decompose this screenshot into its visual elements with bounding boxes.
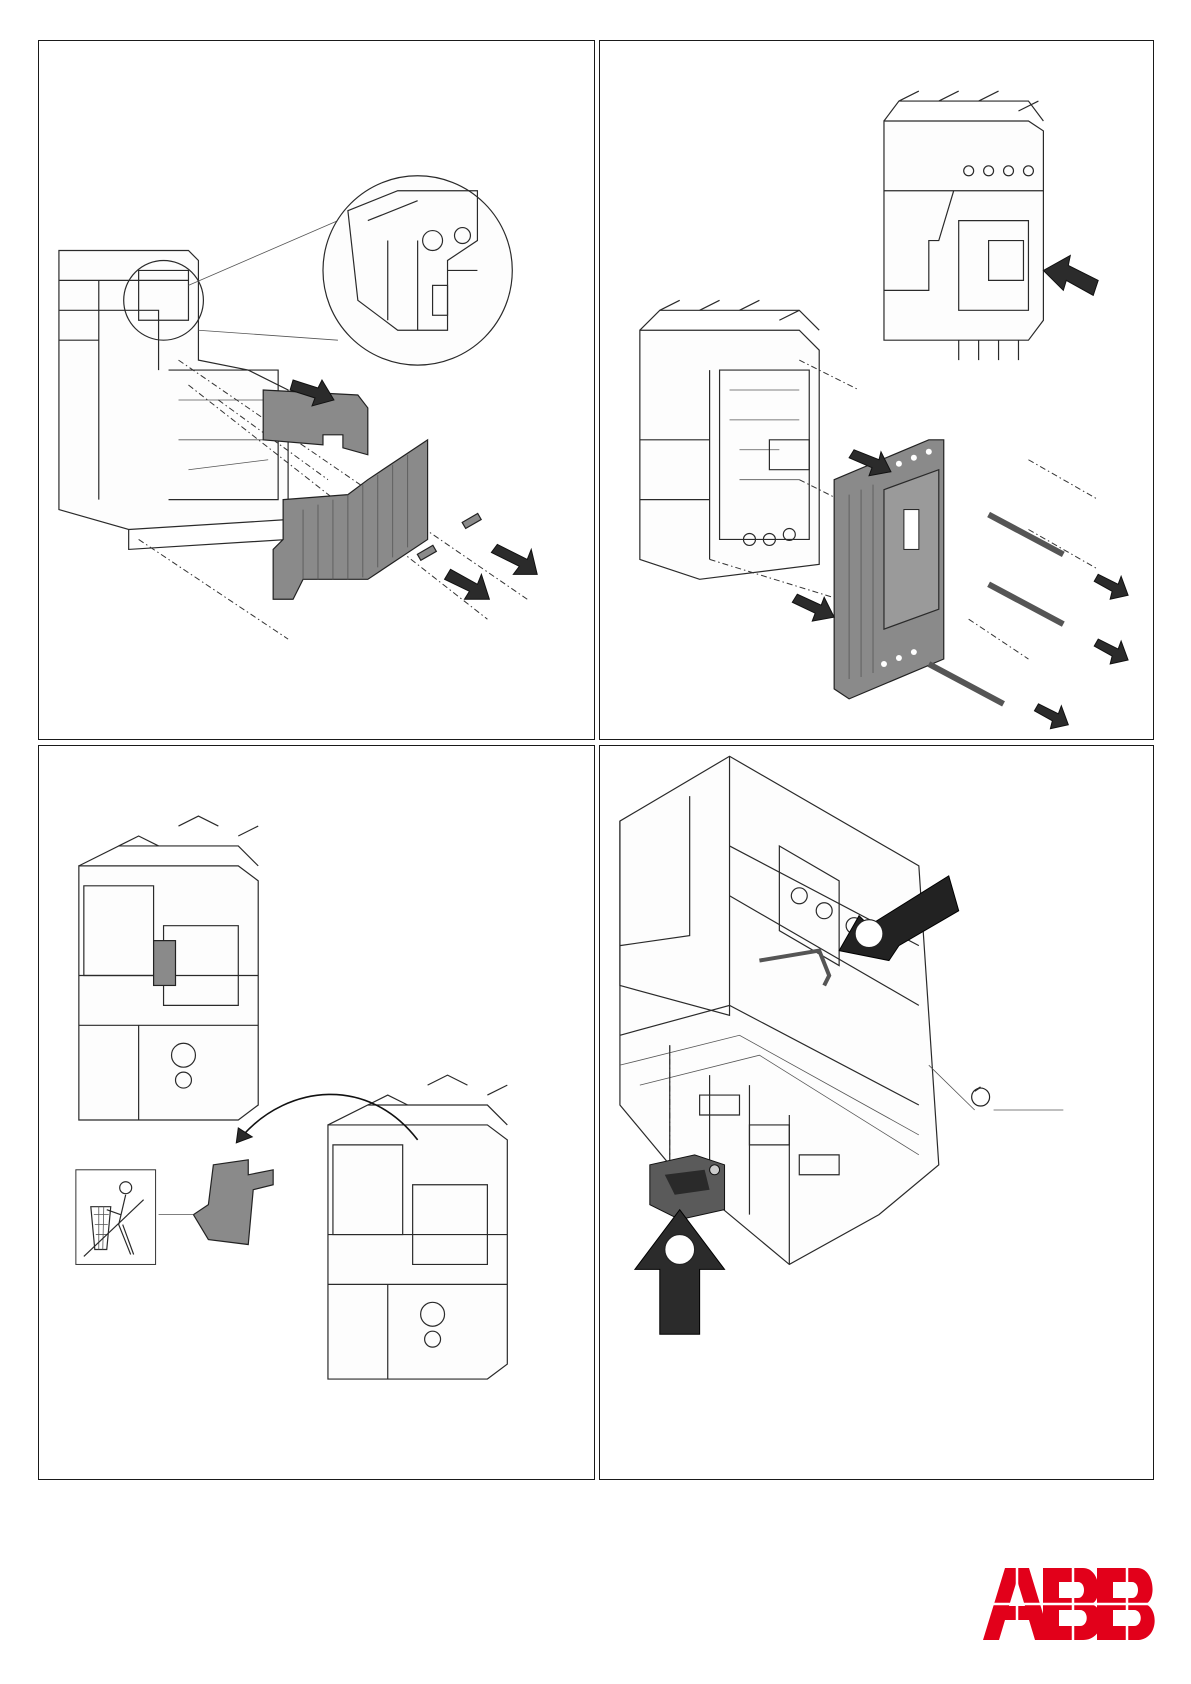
screw-part [929,515,1064,704]
removed-part [193,1160,273,1245]
front-cover-plate [834,440,944,699]
detail-zoom-callout [188,176,512,365]
removable-part-installed [154,941,176,986]
arrow-icon [1043,255,1098,295]
illustration-part-insertion [600,746,1153,1479]
terminal-cover-part [273,440,427,599]
rotate-icon [929,1065,1064,1110]
arrow-head-icon [236,1128,252,1143]
breaker-upper-unit [884,91,1043,360]
breaker-lower-unit [640,300,819,579]
illustration-cover-removal [39,41,594,739]
press-arrow-icon [635,1210,725,1335]
instruction-panel-step-4 [599,745,1154,1480]
instruction-panel-step-2 [599,40,1154,740]
abb-logo: ABB [983,1568,1157,1640]
instruction-panel-step-1 [38,40,595,740]
abb-logo-mark [983,1568,1157,1640]
illustration-part-disposal [39,746,594,1479]
breaker-side-body [59,251,288,550]
breaker-front-view [328,1075,507,1379]
waste-bin-icon [76,1170,156,1265]
illustration-screw-removal [600,41,1153,739]
instruction-panel-step-3 [38,745,595,1480]
replacement-part [650,1155,725,1220]
